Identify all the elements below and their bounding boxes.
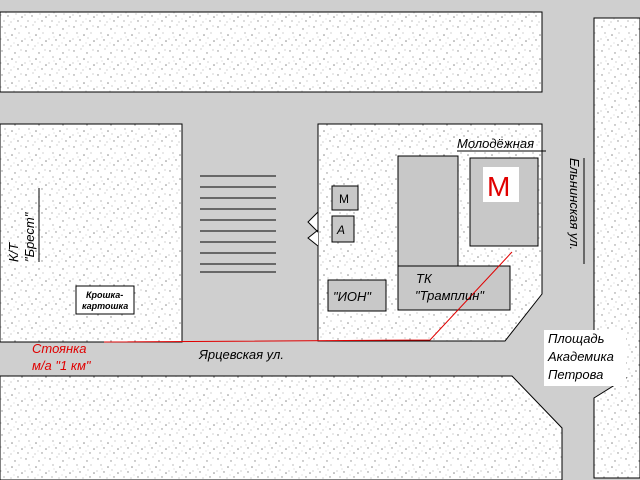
molodezhnaya-label: Молодёжная	[457, 136, 534, 151]
svg-text:Ельнинская ул.: Ельнинская ул.	[567, 158, 582, 250]
crosswalk	[200, 175, 276, 273]
building-a[interactable]	[331, 215, 355, 243]
svg-text:картошка: картошка	[82, 301, 128, 311]
elninskaya-street-label: Ельнинская ул.	[567, 158, 585, 264]
svg-text:К/Т: К/Т	[6, 242, 21, 262]
metro-icon: М	[487, 171, 510, 202]
block-north	[0, 11, 543, 93]
svg-text:Площадь: Площадь	[548, 331, 605, 346]
building-tk-tramplin[interactable]	[397, 155, 511, 311]
ploshchad-akademika-petrova-label: Площадь Академика Петрова	[544, 330, 626, 386]
svg-text:Крошка-: Крошка-	[86, 290, 123, 300]
kroshka-kartoshka-sign[interactable]: Крошка- картошка	[75, 285, 135, 315]
kt-brest-label: К/Т "Брест"	[6, 188, 40, 262]
tramplin-label: "Трамплин"	[415, 288, 485, 303]
block-east	[593, 17, 640, 479]
metro-sign-box	[483, 167, 519, 202]
building-m-label: М	[339, 192, 349, 206]
entrance-marker	[307, 210, 319, 247]
svg-text:Петрова: Петрова	[548, 367, 603, 382]
tk-label: ТК	[416, 271, 433, 286]
svg-text:"Брест": "Брест"	[22, 211, 37, 262]
yartsevskaya-street-label: Ярцевская ул.	[198, 347, 284, 362]
stoyanka-route-label: м/а "1 км"	[32, 358, 92, 373]
ion-label: "ИОН"	[333, 289, 372, 304]
building-ion[interactable]	[327, 279, 387, 312]
walking-route	[103, 251, 513, 343]
building-a-label: А	[336, 223, 345, 237]
svg-text:Академика: Академика	[547, 349, 614, 364]
stoyanka-label: Стоянка	[32, 341, 86, 356]
block-south	[0, 375, 563, 480]
building-m[interactable]	[331, 185, 359, 211]
